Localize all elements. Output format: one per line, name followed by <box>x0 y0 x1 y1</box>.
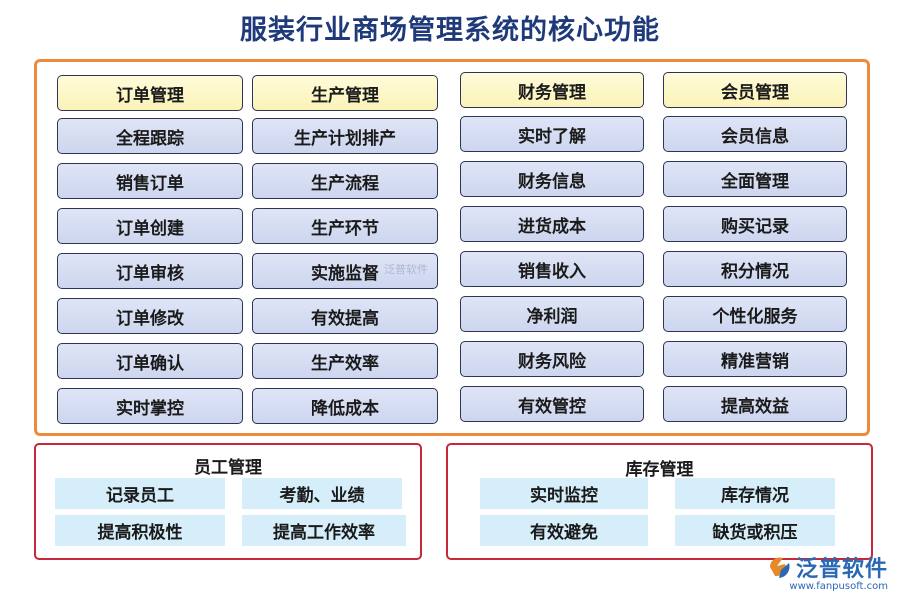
production-item: 实施监督 <box>252 253 438 289</box>
watermark: 泛普软件 <box>384 263 428 276</box>
fanpu-logo: 泛普软件 www.fanpusoft.com <box>767 551 888 592</box>
order-item: 订单修改 <box>57 298 243 334</box>
production-item: 有效提高 <box>252 298 438 334</box>
inventory-management-panel: 库存管理 <box>446 443 873 560</box>
fanpu-logo-icon <box>769 557 790 578</box>
finance-item: 净利润 <box>460 296 644 332</box>
member-item: 个性化服务 <box>663 296 847 332</box>
staff-management-panel: 员工管理 <box>34 443 422 560</box>
page-title: 服装行业商场管理系统的核心功能 <box>240 15 660 46</box>
inventory-management-title: 库存管理 <box>625 460 694 480</box>
finance-item: 财务信息 <box>460 161 644 197</box>
order-item: 销售订单 <box>57 163 243 199</box>
member-item: 积分情况 <box>663 251 847 287</box>
staff-item: 考勤、业绩 <box>242 478 402 509</box>
finance-item: 实时了解 <box>460 116 644 152</box>
production-item: 生产计划排产 <box>252 118 438 154</box>
member-item: 精准营销 <box>663 341 847 377</box>
finance-management-header: 财务管理 <box>460 72 644 108</box>
order-item: 订单审核 <box>57 253 243 289</box>
core-functions-panel <box>34 59 870 436</box>
inventory-item: 缺货或积压 <box>675 515 835 546</box>
member-item: 提高效益 <box>663 386 847 422</box>
member-item: 购买记录 <box>663 206 847 242</box>
finance-item: 财务风险 <box>460 341 644 377</box>
inventory-item: 有效避免 <box>480 515 648 546</box>
inventory-item: 实时监控 <box>480 478 648 509</box>
production-item: 生产流程 <box>252 163 438 199</box>
production-item: 降低成本 <box>252 388 438 424</box>
staff-item: 提高积极性 <box>55 515 225 546</box>
order-item: 订单确认 <box>57 343 243 379</box>
staff-item: 提高工作效率 <box>242 515 406 546</box>
order-management-header: 订单管理 <box>57 75 243 111</box>
finance-item: 有效管控 <box>460 386 644 422</box>
logo-url: www.fanpusoft.com <box>789 581 888 592</box>
staff-item: 记录员工 <box>55 478 225 509</box>
order-item: 订单创建 <box>57 208 243 244</box>
member-item: 全面管理 <box>663 161 847 197</box>
staff-management-title: 员工管理 <box>194 458 262 478</box>
finance-item: 销售收入 <box>460 251 644 287</box>
production-item: 生产效率 <box>252 343 438 379</box>
member-management-header: 会员管理 <box>663 72 847 108</box>
production-item: 生产环节 <box>252 208 438 244</box>
inventory-item: 库存情况 <box>675 478 835 509</box>
order-item: 实时掌控 <box>57 388 243 424</box>
order-item: 全程跟踪 <box>57 118 243 154</box>
logo-name: 泛普软件 <box>795 557 888 582</box>
member-item: 会员信息 <box>663 116 847 152</box>
production-management-header: 生产管理 <box>252 75 438 111</box>
finance-item: 进货成本 <box>460 206 644 242</box>
